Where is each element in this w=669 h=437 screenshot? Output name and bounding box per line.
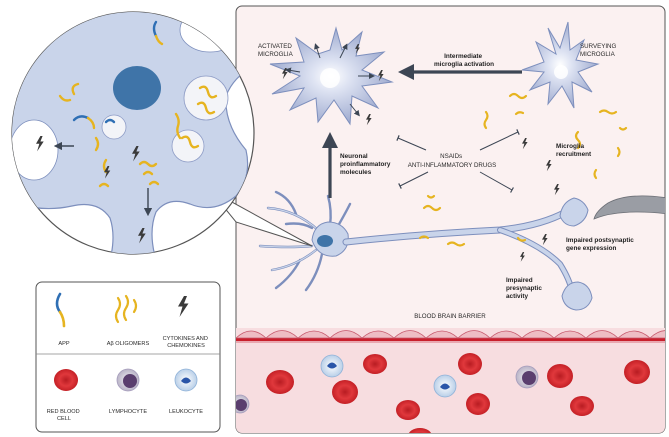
- legend-cytokines-icon: [178, 296, 189, 317]
- intermediate-activation-label: Intermediate microglia activation: [434, 53, 494, 68]
- vessel-lymphocytes: [236, 365, 539, 414]
- activated-microglia: [269, 26, 394, 126]
- vessel-red-blood-cells: [266, 353, 650, 433]
- zoom-nucleus: [113, 66, 161, 110]
- svg-text:APP: APP: [58, 341, 69, 347]
- legend-cytokines-label: CYTOKINES AND CHEMOKINES: [163, 336, 210, 349]
- legend-leukocyte-icon: [174, 368, 198, 392]
- surveying-microglia-label: SURVEYING MICROGLIA: [580, 43, 618, 58]
- impaired-postsynaptic-label: Impaired postsynaptic gene expression: [566, 237, 636, 252]
- neuronal-molecules-label: Neuronal proinflammatory molecules: [340, 153, 392, 176]
- cytokine-bolts-main: [282, 44, 560, 262]
- zoom-circle: [11, 11, 255, 255]
- legend: APP Aβ OLIGOMERS CYTOKINES AND CHEMOKINE…: [35, 281, 221, 433]
- legend-app: APP: [55, 292, 70, 347]
- neuron-nucleus: [317, 235, 333, 247]
- microglia-recruitment-label: Microglia recruitment: [556, 143, 592, 158]
- neuron: [258, 190, 593, 311]
- microglia-release-arrows: [285, 43, 375, 117]
- postsynaptic-terminal: [593, 195, 665, 220]
- nsaids-label: NSAIDs ANTI-INFLAMMATORY DRUGS: [408, 153, 497, 169]
- presynaptic-terminal-upper: [559, 197, 589, 227]
- impaired-presynaptic-label: Impaired presynaptic activity: [506, 277, 544, 300]
- legend-leukocyte-label: LEUKOCYTE: [169, 409, 203, 415]
- legend-lymphocyte-label: LYMPHOCYTE: [109, 409, 147, 415]
- endothelial-cells: [236, 330, 665, 339]
- vessel-leukocytes: [320, 354, 457, 398]
- surveying-microglia: [521, 21, 600, 109]
- svg-text:Aβ OLIGOMERS: Aβ OLIGOMERS: [107, 341, 150, 347]
- legend-abeta-oligomers: [114, 294, 138, 324]
- nsaid-inhibition-lines: [396, 129, 520, 193]
- blood-brain-barrier-label: BLOOD BRAIN BARRIER: [414, 313, 486, 320]
- presynaptic-terminal-lower: [561, 281, 593, 311]
- legend-lymphocyte-icon: [116, 368, 140, 392]
- activated-microglia-label: ACTIVATED MICROGLIA: [258, 43, 294, 58]
- oligomers-main: [418, 92, 628, 247]
- legend-red-blood-cell-icon: [54, 369, 78, 391]
- legend-red-blood-cell-label: RED BLOOD CELL: [47, 409, 82, 422]
